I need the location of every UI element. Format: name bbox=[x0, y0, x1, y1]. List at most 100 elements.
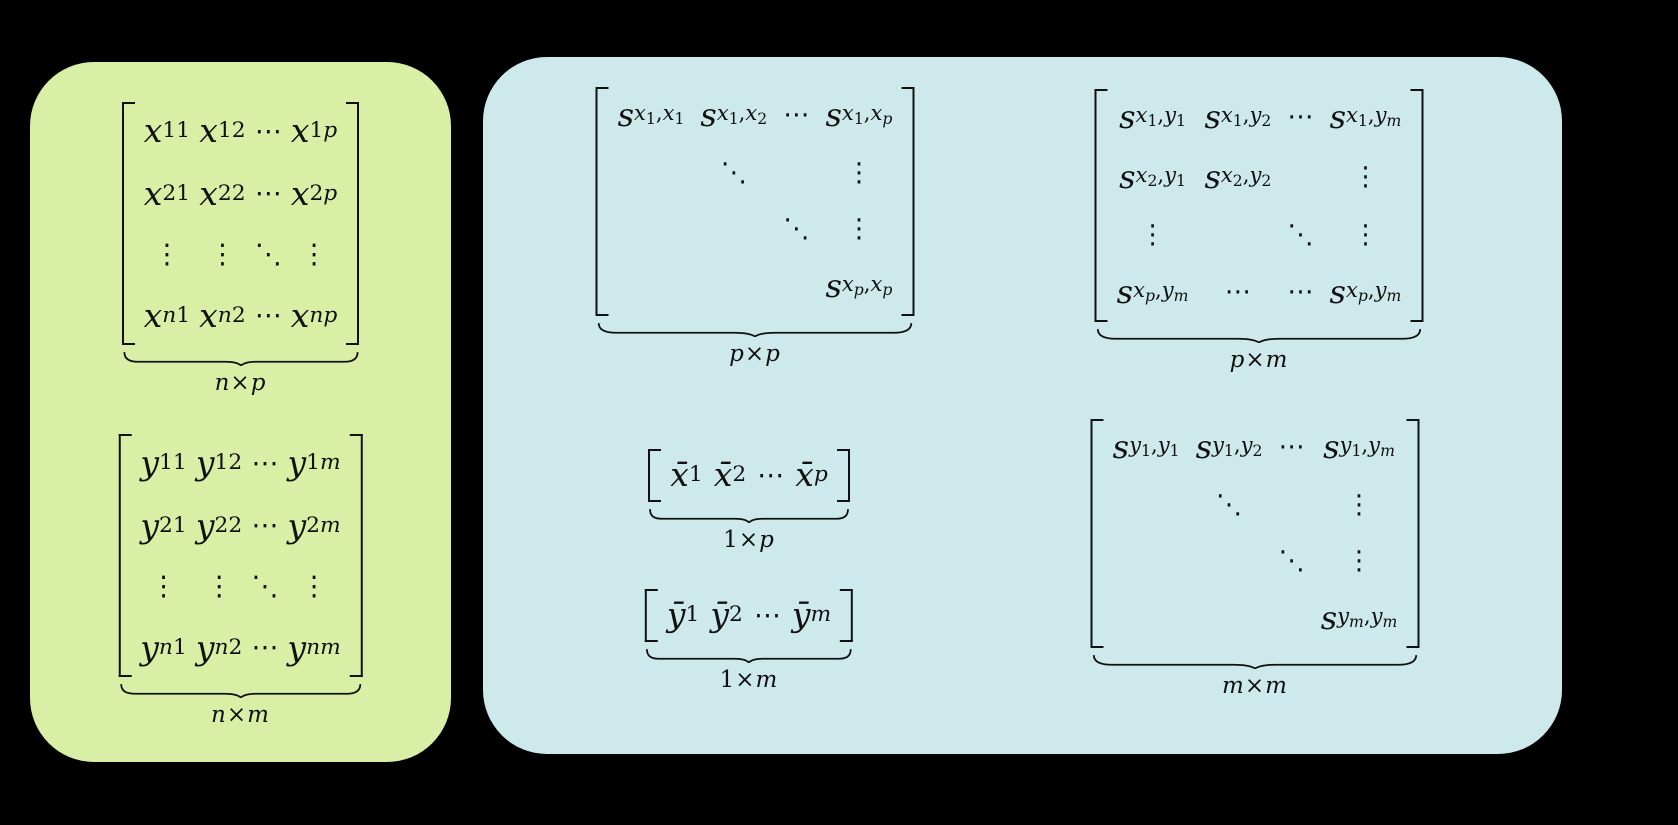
vdots-icon: ⋮ bbox=[1345, 490, 1373, 521]
sub-subscript: 1 bbox=[1170, 442, 1180, 460]
math-roman: 2 bbox=[306, 513, 320, 539]
math-roman: 1 bbox=[176, 181, 191, 207]
matrix-cell: ⋮ bbox=[206, 570, 233, 605]
math-roman: , bbox=[1150, 432, 1158, 457]
vdots-icon: ⋮ bbox=[205, 571, 233, 603]
sub-subscript: 1 bbox=[854, 110, 864, 128]
math-var: m bbox=[1386, 111, 1402, 130]
vdots-icon: ⋮ bbox=[153, 239, 181, 271]
right-bracket bbox=[1410, 89, 1424, 322]
math-var: p bbox=[323, 118, 338, 144]
math-var: y bbox=[140, 505, 159, 545]
sub-subscript: m bbox=[1383, 613, 1398, 631]
vdots-icon: ⋮ bbox=[1352, 219, 1379, 250]
matrix-cell: ⋮ bbox=[150, 570, 177, 605]
ddots-icon: ⋱ bbox=[1215, 490, 1243, 521]
underbrace-icon bbox=[648, 508, 850, 523]
matrix-cell: ⋯ bbox=[757, 458, 784, 493]
math-var: m bbox=[320, 513, 341, 539]
math-var: p bbox=[250, 370, 267, 397]
math-roman: 2 bbox=[1261, 171, 1272, 190]
cdots-icon: ⋯ bbox=[254, 115, 282, 147]
left-bracket bbox=[1094, 89, 1108, 322]
subscript: x2,y1 bbox=[1136, 164, 1186, 189]
math-var: x bbox=[143, 173, 163, 213]
math-var: m bbox=[320, 634, 341, 660]
math-var: m bbox=[1380, 441, 1395, 460]
math-var: x bbox=[870, 270, 883, 296]
sub-subscript: m bbox=[1387, 112, 1402, 130]
sub-subscript: 2 bbox=[1261, 172, 1271, 190]
sub-subscript: 1 bbox=[1176, 112, 1186, 130]
subscript: x1,x1 bbox=[634, 102, 684, 127]
math-var: x̄ bbox=[795, 455, 814, 494]
math-var: n bbox=[158, 634, 173, 660]
math-var: s bbox=[1119, 157, 1136, 196]
sub-subscript: 1 bbox=[1141, 442, 1151, 460]
math-roman: , bbox=[1367, 277, 1375, 303]
math-var: p bbox=[1357, 286, 1368, 305]
math-var: s bbox=[1329, 98, 1346, 136]
math-var: y bbox=[1374, 102, 1387, 127]
math-var: y bbox=[287, 443, 307, 482]
math-var: y bbox=[1211, 432, 1224, 457]
math-var: x bbox=[143, 295, 163, 335]
math-var: y bbox=[1337, 602, 1350, 628]
math-roman: , bbox=[1154, 277, 1162, 303]
math-var: y bbox=[195, 505, 215, 545]
math-var: y bbox=[1339, 432, 1352, 457]
dimension-label: 1×m bbox=[720, 667, 779, 693]
math-var: x bbox=[290, 173, 310, 213]
math-var: m bbox=[1386, 286, 1402, 305]
cdots-icon: ⋯ bbox=[251, 632, 279, 664]
math-var: x bbox=[290, 111, 310, 150]
matrix-cell: ⋮ bbox=[1346, 544, 1372, 578]
left-bracket bbox=[1090, 419, 1104, 648]
matrix-cell: ⋱ bbox=[251, 570, 278, 605]
sub-subscript: p bbox=[1358, 287, 1368, 305]
ddots-icon: ⋱ bbox=[254, 239, 282, 271]
math-var: y bbox=[1157, 432, 1170, 457]
ddots-icon: ⋱ bbox=[1287, 219, 1314, 250]
matrix-cell: ⋯ bbox=[1287, 101, 1313, 135]
cdots-icon: ⋯ bbox=[757, 459, 785, 491]
matrix-cell: ⋮ bbox=[846, 157, 872, 191]
sub-subscript: 1 bbox=[646, 110, 656, 128]
matrix-cell: ⋯ bbox=[255, 177, 282, 212]
math-var: m bbox=[1382, 612, 1398, 631]
math-roman: 2 bbox=[228, 513, 243, 539]
dimension-label: 1×p bbox=[723, 527, 775, 553]
left-bracket bbox=[121, 102, 135, 346]
math-var: n bbox=[309, 302, 324, 328]
math-var: y bbox=[1164, 102, 1177, 127]
math-roman: 2 bbox=[1232, 171, 1243, 190]
math-var: x bbox=[662, 100, 675, 125]
ddots-icon: ⋱ bbox=[251, 571, 279, 603]
math-var: p bbox=[323, 181, 338, 207]
right-bracket bbox=[346, 102, 360, 346]
sub-subscript: 1 bbox=[1176, 172, 1186, 190]
matrix-cell: ⋯ bbox=[1287, 276, 1313, 310]
math-var: x̄ bbox=[713, 455, 733, 494]
matrix-cell: ⋯ bbox=[1225, 276, 1251, 310]
math-var: y bbox=[1240, 432, 1253, 457]
math-roman: , bbox=[1361, 432, 1369, 457]
math-roman: 1 bbox=[1357, 111, 1368, 130]
subscript: y1,ym bbox=[1340, 434, 1395, 459]
vdots-icon: ⋮ bbox=[1345, 545, 1373, 576]
math-roman: 1 bbox=[1176, 171, 1186, 190]
